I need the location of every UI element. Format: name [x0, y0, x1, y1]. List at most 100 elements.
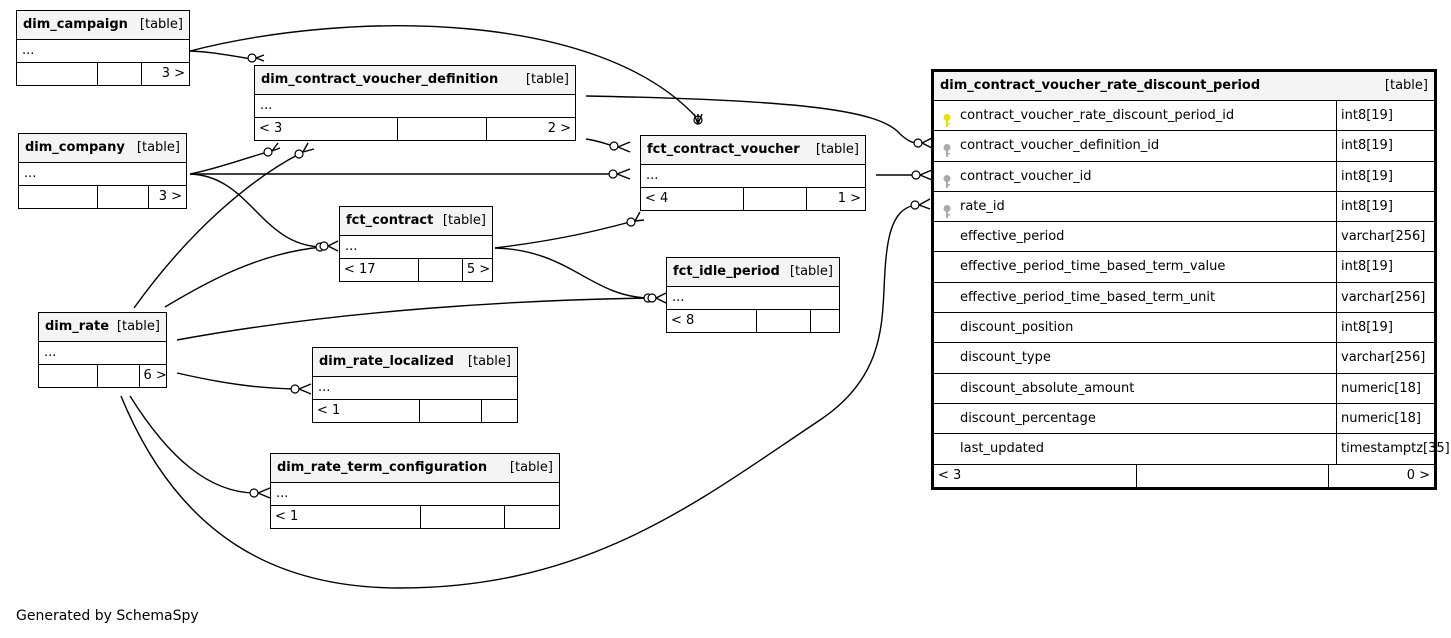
table-kind: [table]: [116, 319, 160, 334]
table-name: dim_rate_term_configuration: [277, 460, 488, 475]
children-count: 3 >: [158, 189, 182, 204]
parents-count: < 3: [934, 464, 1137, 487]
column-type: varchar[256]: [1341, 289, 1426, 305]
columns-ellipsis: ...: [255, 95, 575, 118]
crow-foot: [257, 487, 271, 499]
table-dim-rate-term-configuration[interactable]: dim_rate_term_configuration[table] ... <…: [270, 453, 560, 529]
parents-count: < 4: [641, 188, 745, 210]
columns-ellipsis: ...: [271, 483, 559, 506]
footer-spacer: [420, 400, 482, 422]
crow-foot: [921, 137, 933, 149]
table-dim-campaign[interactable]: dim_campaign[table] ... 3 >: [16, 10, 190, 86]
columns-ellipsis: ...: [17, 40, 189, 63]
table-name: fct_contract_voucher: [647, 142, 800, 157]
column-name: discount_absolute_amount: [960, 380, 1135, 396]
footer-spacer: [398, 118, 488, 140]
column-name: last_updated: [960, 441, 1045, 457]
children-count: 2 >: [547, 121, 571, 136]
column-name: discount_type: [960, 350, 1051, 366]
column-name: rate_id: [960, 198, 1005, 214]
table-name: dim_rate_localized: [319, 354, 454, 369]
column-name: effective_period_time_based_term_value: [960, 259, 1226, 275]
edge-company-definition: [189, 151, 269, 175]
table-fct-idle-period[interactable]: fct_idle_period[table] ... < 8: [666, 257, 840, 333]
table-name: dim_contract_voucher_rate_discount_perio…: [940, 78, 1261, 93]
table-kind: [table]: [815, 142, 859, 157]
footer-spacer: [421, 506, 505, 528]
edge-definition-focus: [585, 95, 919, 144]
optional-marker: [319, 241, 329, 251]
column-type: int8[19]: [1341, 198, 1393, 214]
crow-foot: [918, 198, 931, 210]
edge-company-contract: [189, 173, 321, 248]
optional-marker: [608, 169, 618, 179]
footer-spacer: [757, 310, 811, 332]
column-name-cell: contract_voucher_id: [934, 161, 1337, 191]
footer-spacer: [98, 365, 140, 387]
optional-marker: [290, 384, 300, 394]
table-fct-contract-voucher[interactable]: fct_contract_voucher [table] ... < 4 1 >: [640, 135, 866, 211]
column-row[interactable]: contract_voucher_id int8[19]: [934, 161, 1434, 192]
column-name-cell: discount_position: [934, 313, 1337, 343]
crow-foot: [693, 113, 703, 125]
column-row[interactable]: contract_voucher_rate_discount_period_id…: [934, 101, 1434, 132]
table-kind: [table]: [789, 264, 833, 279]
children-count: 1 >: [837, 191, 861, 206]
column-name-cell: discount_percentage: [934, 403, 1337, 434]
primary-key-icon: [943, 110, 951, 139]
parents-count: < 17: [340, 259, 419, 281]
column-name: contract_voucher_definition_id: [960, 138, 1160, 154]
optional-marker: [913, 138, 923, 148]
table-kind: [table]: [442, 213, 486, 228]
table-kind: [table]: [525, 72, 569, 87]
table-name: dim_rate: [45, 319, 110, 334]
crow-foot: [919, 169, 933, 181]
table-dim-rate-localized[interactable]: dim_rate_localized[table] ... < 1: [312, 347, 518, 423]
table-dim-contract-voucher-definition[interactable]: dim_contract_voucher_definition [table] .…: [254, 65, 576, 141]
table-name: fct_idle_period: [673, 264, 780, 279]
table-kind: [table]: [509, 460, 553, 475]
edge-rate-contract: [164, 246, 323, 308]
table-kind: [table]: [136, 140, 180, 155]
table-dim-contract-voucher-rate-discount-period[interactable]: dim_contract_voucher_rate_discount_perio…: [931, 69, 1450, 490]
column-name-cell: last_updated: [934, 434, 1337, 464]
optional-marker: [647, 293, 657, 303]
crow-foot: [271, 142, 281, 152]
table-dim-company[interactable]: dim_company[table] ... 3 >: [18, 133, 187, 209]
column-type: int8[19]: [1341, 108, 1393, 123]
parents-count: [19, 186, 99, 208]
edge-campaign-voucher: [189, 25, 699, 120]
column-name-cell: discount_absolute_amount: [934, 373, 1337, 403]
parents-count: < 8: [667, 310, 757, 332]
optional-marker: [294, 149, 304, 159]
column-name-cell: discount_type: [934, 343, 1337, 373]
table-name: dim_company: [25, 140, 125, 155]
columns-ellipsis: ...: [641, 165, 865, 188]
crow-foot: [655, 292, 667, 304]
table-name: dim_contract_voucher_definition: [261, 72, 499, 87]
column-type: int8[19]: [1341, 168, 1393, 184]
edge-rate-idle: [176, 297, 651, 341]
edge-contract-idle: [494, 247, 649, 299]
children-count: 5 >: [466, 262, 491, 277]
table-kind: [table]: [139, 17, 183, 32]
column-name: contract_voucher_id: [960, 168, 1092, 184]
column-row[interactable]: rate_id int8[19]: [934, 191, 1434, 223]
generated-by-note: Generated by SchemaSpy: [16, 608, 199, 624]
optional-marker: [626, 217, 636, 227]
table-dim-rate[interactable]: dim_rate[table] ... 6 >: [38, 312, 167, 388]
column-list: contract_voucher_rate_discount_period_id…: [934, 101, 1450, 465]
parents-count: [17, 63, 99, 85]
crow-foot: [255, 54, 265, 62]
parents-count: < 3: [255, 118, 399, 140]
